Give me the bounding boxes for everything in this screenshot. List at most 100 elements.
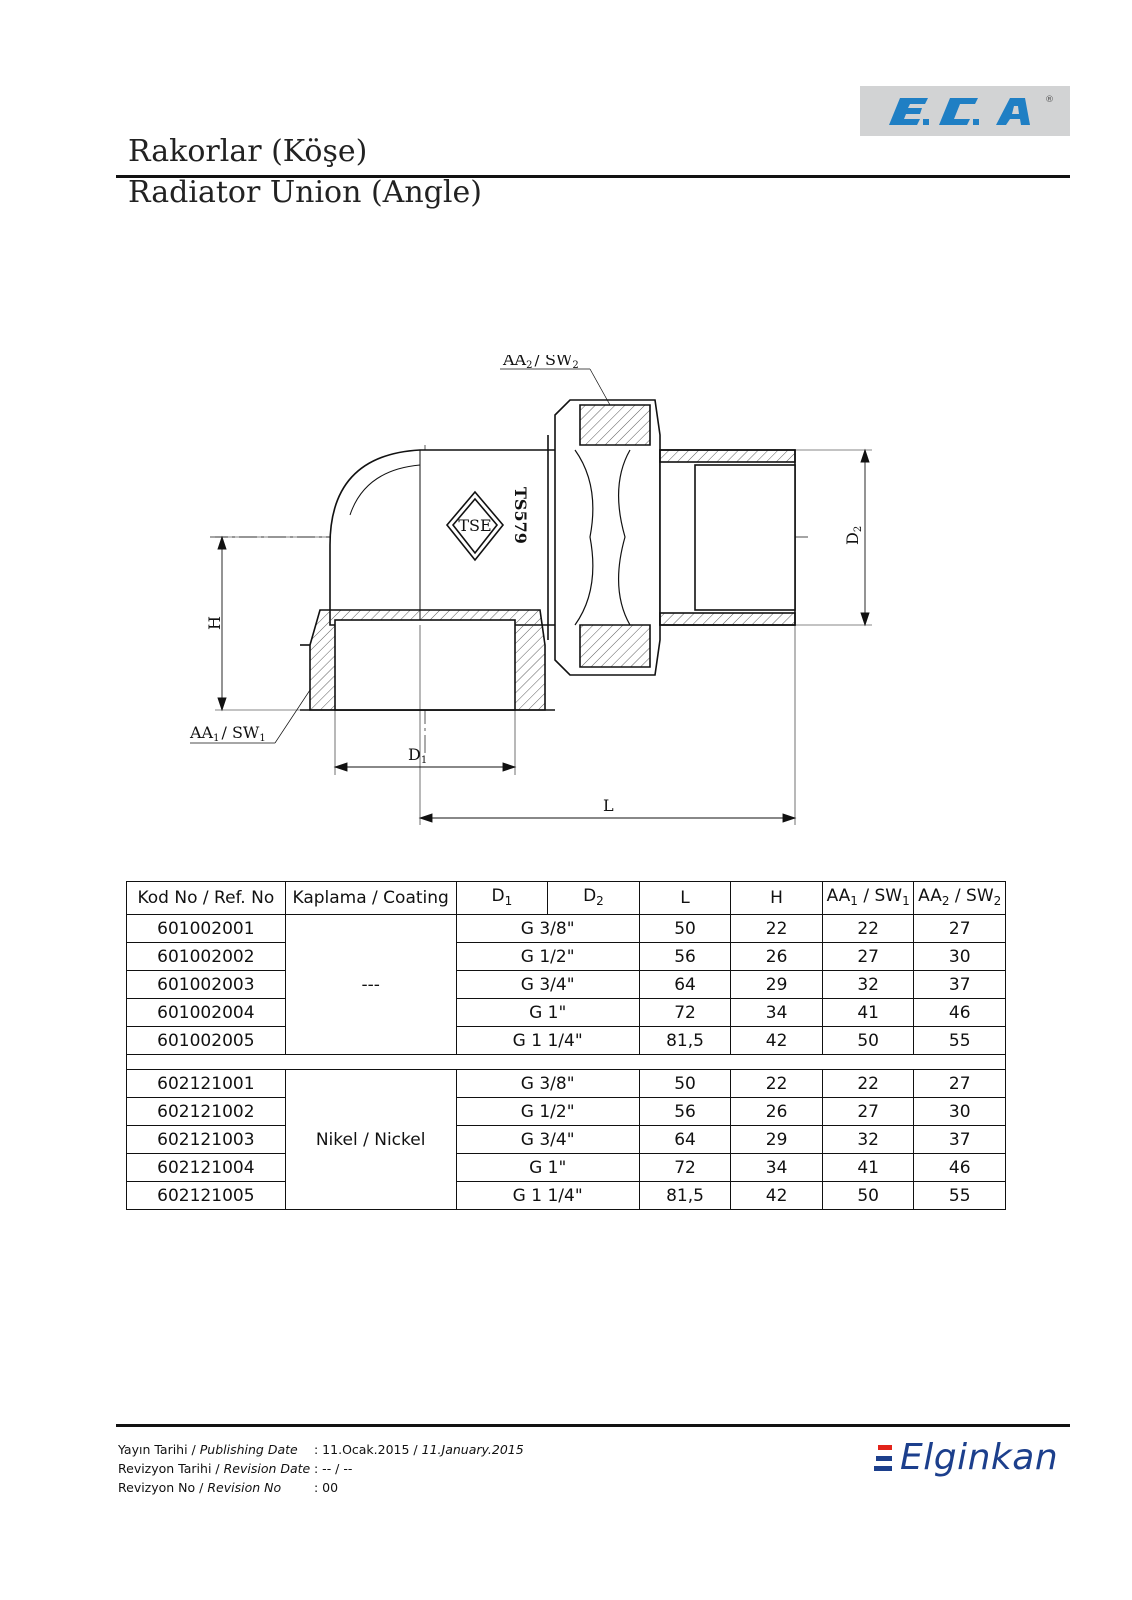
table-row: 602121003 G 3/4" 64 29 32 37 (126, 1125, 1006, 1154)
eca-logo-icon: ® (889, 95, 1054, 125)
cell-thread: G 3/8" (455, 1069, 640, 1098)
cell-code: 601002003 (126, 970, 286, 999)
cell-l: 72 (638, 998, 732, 1027)
revision-no-row: Revizyon No / Revision No : 00 (118, 1480, 339, 1495)
label-d2: D2 (843, 526, 864, 545)
stamp-ts579: TS579 (511, 487, 530, 544)
cell-h: 29 (730, 970, 823, 999)
cell-aa2: 37 (913, 1125, 1006, 1154)
svg-text:D2: D2 (843, 526, 864, 545)
svg-text:D1: D1 (408, 745, 427, 766)
cell-aa2: 27 (913, 1069, 1006, 1098)
cell-aa1: 32 (821, 970, 915, 999)
cell-thread: G 3/8" (455, 914, 640, 943)
label-d1: D1 (408, 745, 427, 766)
cell-code: 602121003 (126, 1125, 286, 1154)
cell-code: 602121005 (126, 1181, 286, 1210)
table-row: 601002001 --- G 3/8" 50 22 22 27 (126, 914, 1006, 1055)
cell-aa2: 55 (913, 1026, 1006, 1055)
cell-l: 64 (638, 970, 732, 999)
label-h: H (205, 616, 224, 630)
table-header-row: Kod No / Ref. No Kaplama / Coating D1 D2… (126, 881, 1006, 915)
cell-code: 601002004 (126, 998, 286, 1027)
cell-aa1: 27 (821, 942, 915, 971)
title-english: Radiator Union (Angle) (128, 175, 482, 210)
cell-thread: G 1" (455, 998, 640, 1027)
cell-code: 602121001 (126, 1069, 286, 1098)
cell-thread: G 3/4" (455, 1125, 640, 1154)
cell-h: 34 (730, 998, 823, 1027)
cell-aa1: 50 (821, 1181, 915, 1210)
cell-aa2: 27 (913, 914, 1006, 943)
header-coating: Kaplama / Coating (284, 881, 457, 915)
header-code: Kod No / Ref. No (126, 881, 286, 915)
elginkan-wordmark: Elginkan (900, 1437, 1059, 1478)
publishing-date-row: Yayın Tarihi / Publishing Date : 11.Ocak… (118, 1442, 524, 1457)
cell-thread: G 1 1/4" (455, 1181, 640, 1210)
cell-code: 601002005 (126, 1026, 286, 1055)
technical-drawing: TSE TS579 (170, 350, 910, 855)
title-divider (116, 175, 1070, 178)
cell-aa2: 30 (913, 942, 1006, 971)
footer-divider (116, 1424, 1070, 1427)
cell-code: 602121002 (126, 1097, 286, 1126)
table-row: 601002003 G 3/4" 64 29 32 37 (126, 970, 1006, 999)
svg-text:AA2/ SW2: AA2/ SW2 (502, 355, 579, 371)
table-row: 602121004 G 1" 72 34 41 46 (126, 1153, 1006, 1182)
cell-h: 29 (730, 1125, 823, 1154)
table-row: 602121002 G 1/2" 56 26 27 30 (126, 1097, 1006, 1126)
header-aa2-sw2: AA2 / SW2 (913, 881, 1006, 915)
table-row: 601002004 G 1" 72 34 41 46 (126, 998, 1006, 1027)
cell-aa1: 22 (821, 1069, 915, 1098)
cell-code: 601002001 (126, 914, 286, 943)
registered-mark: ® (1045, 95, 1054, 105)
cell-h: 22 (730, 1069, 823, 1098)
table-separator-row (126, 1054, 1006, 1070)
cell-thread: G 1/2" (455, 942, 640, 971)
cell-l: 50 (638, 914, 732, 943)
table-row: 601002002 G 1/2" 56 26 27 30 (126, 942, 1006, 971)
cell-l: 56 (638, 942, 732, 971)
header-aa1-sw1: AA1 / SW1 (821, 881, 915, 915)
cell-coating-nickel: Nikel / Nickel (284, 1069, 457, 1210)
header-d2: D2 (547, 881, 640, 915)
cell-aa1: 27 (821, 1097, 915, 1126)
radiator-union-drawing: TSE TS579 (189, 350, 872, 825)
cell-aa2: 46 (913, 1153, 1006, 1182)
cell-aa2: 30 (913, 1097, 1006, 1126)
cell-aa1: 50 (821, 1026, 915, 1055)
cell-h: 42 (730, 1181, 823, 1210)
cell-l: 72 (638, 1153, 732, 1182)
stamp-tse: TSE (458, 516, 491, 535)
cell-aa2: 46 (913, 998, 1006, 1027)
cell-l: 81,5 (638, 1026, 732, 1055)
cell-h: 22 (730, 914, 823, 943)
cell-h: 42 (730, 1026, 823, 1055)
header-h: H (730, 881, 823, 915)
cell-aa1: 32 (821, 1125, 915, 1154)
label-aa2-sw2: AA2/ SW2 (502, 350, 579, 371)
title-turkish: Rakorlar (Köşe) (128, 134, 368, 169)
table-row: 602121001 Nikel / Nickel G 3/8" 50 22 22… (126, 1069, 1006, 1210)
separator-cell (126, 1054, 1006, 1070)
cell-h: 26 (730, 1097, 823, 1126)
svg-text:AA1/ SW1: AA1/ SW1 (189, 723, 266, 744)
cell-code: 602121004 (126, 1153, 286, 1182)
footer-meta: Yayın Tarihi / Publishing Date : 11.Ocak… (118, 1440, 524, 1497)
table-row: 601002005 G 1 1/4" 81,5 42 50 55 (126, 1026, 1006, 1055)
revision-date-row: Revizyon Tarihi / Revision Date : -- / -… (118, 1461, 353, 1476)
cell-thread: G 3/4" (455, 970, 640, 999)
cell-aa2: 37 (913, 970, 1006, 999)
table-row: 602121005 G 1 1/4" 81,5 42 50 55 (126, 1181, 1006, 1210)
cell-thread: G 1/2" (455, 1097, 640, 1126)
cell-coating-none: --- (284, 914, 457, 1055)
cell-l: 64 (638, 1125, 732, 1154)
cell-l: 81,5 (638, 1181, 732, 1210)
cell-h: 26 (730, 942, 823, 971)
elginkan-mark-icon (874, 1445, 892, 1471)
label-l: L (603, 796, 614, 815)
cell-aa2: 55 (913, 1181, 1006, 1210)
eca-logo: ® (860, 86, 1070, 136)
spec-table: Kod No / Ref. No Kaplama / Coating D1 D2… (126, 881, 1006, 1210)
header-l: L (638, 881, 732, 915)
